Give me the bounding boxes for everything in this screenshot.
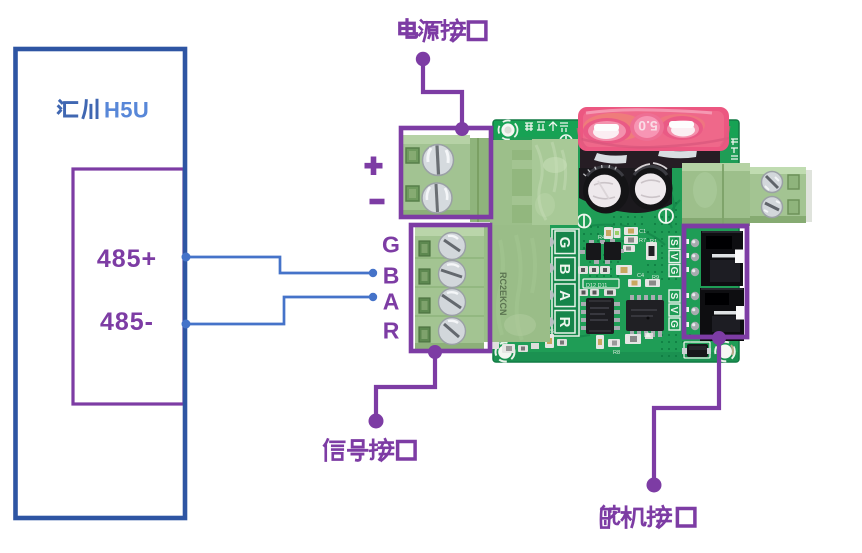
svg-text:B: B: [556, 264, 573, 275]
svg-text:R4: R4: [598, 235, 605, 241]
svg-text:A: A: [383, 289, 400, 315]
svg-text:G: G: [668, 267, 679, 275]
svg-text:G: G: [556, 237, 573, 249]
svg-text:R: R: [556, 317, 573, 328]
svg-text:V: V: [668, 307, 679, 314]
svg-text:5.0: 5.0: [638, 118, 658, 134]
svg-text:A: A: [556, 290, 573, 301]
svg-text:R8: R8: [613, 350, 620, 356]
svg-text:G: G: [668, 320, 679, 328]
svg-text:S: S: [668, 239, 679, 246]
svg-text:C4: C4: [637, 273, 644, 279]
svg-text:D12 D11: D12 D11: [586, 283, 607, 289]
svg-text:R7: R7: [639, 238, 646, 244]
svg-text:V: V: [668, 253, 679, 260]
svg-text:R1: R1: [650, 239, 657, 245]
svg-text:C1: C1: [639, 229, 646, 235]
svg-text:S: S: [668, 293, 679, 300]
svg-text:B: B: [383, 263, 400, 289]
svg-text:H5U: H5U: [104, 98, 149, 123]
svg-text:485-: 485-: [100, 308, 154, 336]
svg-text:G: G: [382, 232, 400, 258]
svg-text:R: R: [383, 318, 400, 344]
svg-text:R9: R9: [652, 275, 659, 281]
svg-text:485+: 485+: [97, 245, 157, 273]
svg-text:RC2EKCN: RC2EKCN: [498, 272, 508, 316]
